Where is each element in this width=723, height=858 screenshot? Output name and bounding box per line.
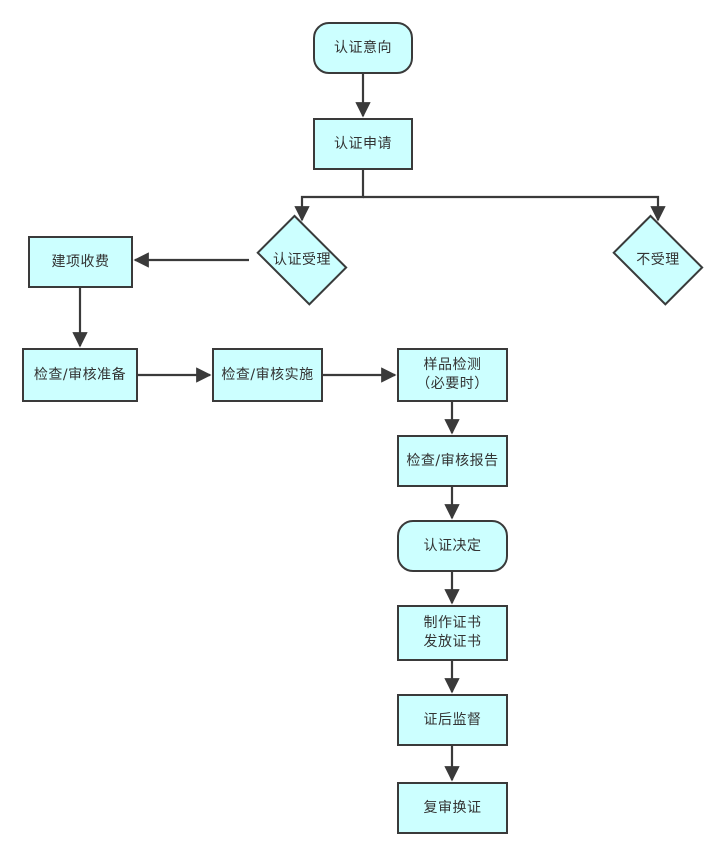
- node-audit-report-label: 检查/审核报告: [406, 452, 499, 469]
- node-reject[interactable]: 不受理: [605, 214, 711, 306]
- node-post-supervision-label: 证后监督: [423, 711, 482, 728]
- edge-application-to-reject: [363, 195, 666, 222]
- node-recert-label: 复审换证: [423, 799, 482, 816]
- node-sample-test[interactable]: 样品检测 （必要时）: [397, 348, 508, 402]
- node-audit-report[interactable]: 检查/审核报告: [397, 435, 508, 487]
- node-project-fee[interactable]: 建项收费: [28, 236, 133, 288]
- node-sample-test-label: 样品检测 （必要时）: [416, 357, 489, 392]
- node-application[interactable]: 认证申请: [313, 118, 413, 170]
- node-audit-prepare[interactable]: 检查/审核准备: [22, 348, 138, 402]
- diamond-shape-accept: [256, 214, 348, 306]
- node-recert[interactable]: 复审换证: [397, 782, 508, 834]
- node-decision[interactable]: 认证决定: [397, 520, 508, 572]
- node-issue-cert[interactable]: 制作证书 发放证书: [397, 605, 508, 661]
- node-issue-cert-label: 制作证书 发放证书: [423, 615, 482, 650]
- node-project-fee-label: 建项收费: [51, 253, 110, 270]
- node-application-label: 认证申请: [334, 135, 392, 152]
- node-post-supervision[interactable]: 证后监督: [397, 694, 508, 746]
- node-intent[interactable]: 认证意向: [313, 22, 413, 74]
- edge-application-to-accept: [294, 170, 365, 222]
- node-audit-execute-label: 检查/审核实施: [221, 366, 314, 383]
- node-audit-prepare-label: 检查/审核准备: [33, 366, 127, 383]
- diamond-shape-reject: [612, 214, 704, 306]
- node-accept[interactable]: 认证受理: [249, 214, 355, 306]
- node-decision-label: 认证决定: [423, 537, 482, 554]
- node-intent-label: 认证意向: [334, 39, 392, 56]
- node-audit-execute[interactable]: 检查/审核实施: [212, 348, 323, 402]
